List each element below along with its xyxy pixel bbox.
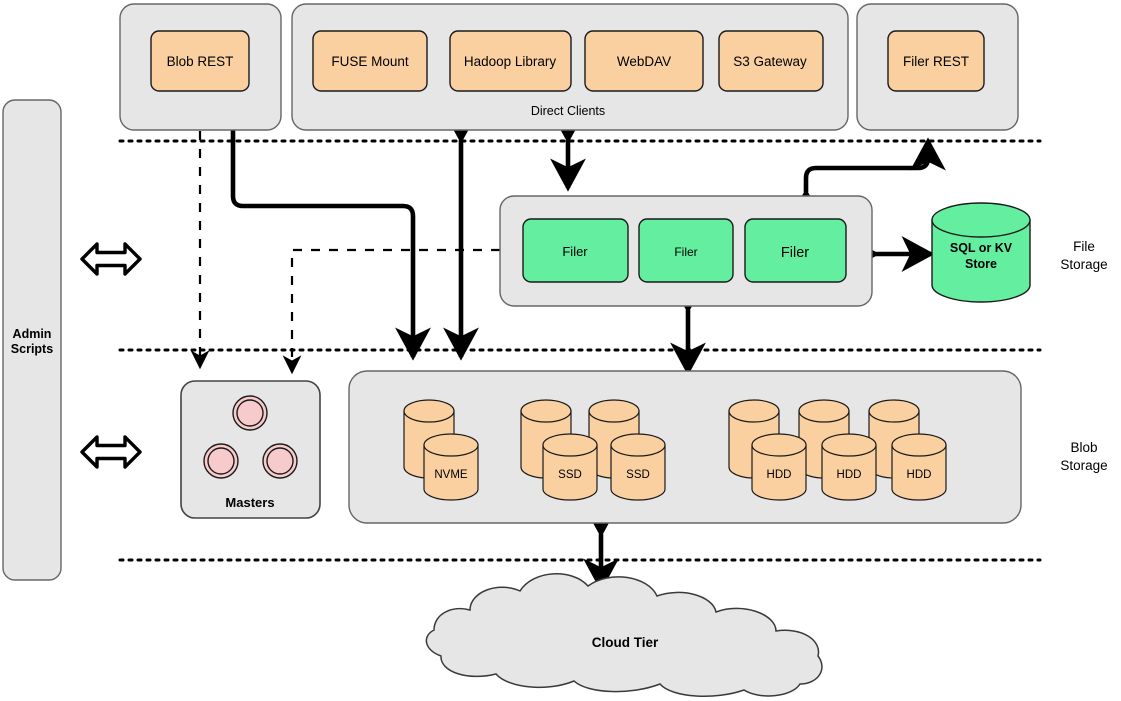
blob-storage-label-line2: Storage xyxy=(1060,458,1107,473)
store-label-line1: SQL or KV xyxy=(950,241,1013,255)
blob-rest-label: Blob REST xyxy=(167,54,234,69)
file-storage-tier-label: File Storage xyxy=(1060,239,1107,272)
nvme-disk-group[interactable]: NVME xyxy=(403,399,479,501)
hdd-label-2: HDD xyxy=(837,469,862,481)
cloud-shape xyxy=(425,573,823,697)
filer-box-3[interactable] xyxy=(744,218,847,283)
master-node-inner-3 xyxy=(266,447,294,475)
masters-box[interactable] xyxy=(180,380,321,519)
hdd-label-3: HDD xyxy=(907,469,932,481)
webdav-box[interactable] xyxy=(584,30,704,92)
file-storage-label-line2: Storage xyxy=(1060,257,1107,272)
hdd-back-disk-top-2 xyxy=(798,399,850,423)
master-node-inner-1 xyxy=(236,399,264,427)
webdav-label: WebDAV xyxy=(617,54,671,69)
cloud-tier-label: Cloud Tier xyxy=(592,635,659,650)
filer-label-3: Filer xyxy=(781,245,809,261)
hdd-front-disk-top-2 xyxy=(821,433,877,457)
store-label-line2: Store xyxy=(965,257,997,271)
hdd-front-disk-top-1 xyxy=(751,433,807,457)
admin-scripts-box[interactable] xyxy=(2,99,62,581)
hdd-back-disk-top-1 xyxy=(728,399,780,423)
blobrest-to-volumes-line xyxy=(230,128,431,361)
fuse-mount-label: FUSE Mount xyxy=(331,54,409,69)
direct-clients-panel[interactable]: FUSE Mount Hadoop Library WebDAV S3 Gate… xyxy=(291,3,849,131)
nvme-front-disk-top xyxy=(423,433,479,457)
admin-to-blob-storage-arrow xyxy=(80,435,142,469)
direct-clients-caption: Direct Clients xyxy=(531,104,605,118)
blob-rest-panel[interactable]: Blob REST xyxy=(119,3,282,131)
ssd-front-disk-top-2 xyxy=(610,433,666,457)
blob-storage-tier-label: Blob Storage xyxy=(1060,440,1107,473)
volume-servers-panel[interactable]: NVME SSD SSD HDD xyxy=(348,370,1022,524)
admin-scripts-panel[interactable]: Admin Scripts xyxy=(2,99,62,581)
hdd-label-1: HDD xyxy=(767,469,792,481)
store-cylinder-body xyxy=(931,219,1031,303)
filer-box-1[interactable] xyxy=(522,218,629,283)
hdd-front-disk-body-1 xyxy=(751,444,807,501)
nvme-front-disk-body xyxy=(423,444,479,501)
file-storage-label-line1: File xyxy=(1073,239,1095,254)
admin-to-file-storage-arrow xyxy=(80,242,142,276)
blob-rest-box[interactable] xyxy=(150,30,250,92)
s3-gateway-box[interactable] xyxy=(718,30,824,92)
hadoop-library-label: Hadoop Library xyxy=(464,54,557,69)
ssd-back-disk-top-1 xyxy=(520,399,572,423)
nvme-label: NVME xyxy=(434,469,468,481)
hdd-front-disk-body-2 xyxy=(821,444,877,501)
admin-scripts-label-line2: Scripts xyxy=(11,342,53,356)
filer-label-1: Filer xyxy=(562,244,588,259)
ssd-front-disk-body-1 xyxy=(542,444,598,501)
sql-kv-store-cylinder[interactable]: SQL or KV Store xyxy=(931,202,1031,303)
masters-label: Masters xyxy=(225,495,274,510)
filer-label-2: Filer xyxy=(674,245,697,259)
cloud-tier[interactable]: Cloud Tier xyxy=(425,573,823,697)
hadoop-library-box[interactable] xyxy=(449,30,572,92)
hdd-front-disk-body-3 xyxy=(891,444,947,501)
filer-box-2[interactable] xyxy=(638,218,734,283)
s3-gateway-label: S3 Gateway xyxy=(733,54,807,69)
blob-storage-label-line1: Blob xyxy=(1070,440,1097,455)
nvme-back-disk-top xyxy=(403,399,455,423)
ssd-front-disk-top-1 xyxy=(542,433,598,457)
filer-rest-label: Filer REST xyxy=(903,54,969,69)
hdd-disk-group[interactable]: HDD HDD HDD xyxy=(728,399,947,501)
hdd-back-disk-top-3 xyxy=(868,399,920,423)
masters-panel[interactable]: Masters xyxy=(180,380,321,519)
master-node-inner-2 xyxy=(207,447,235,475)
fuse-mount-box[interactable] xyxy=(312,30,428,92)
hdd-front-disk-top-3 xyxy=(891,433,947,457)
filer-rest-box[interactable] xyxy=(887,30,985,92)
ssd-label-2: SSD xyxy=(626,469,650,481)
filer-rest-panel[interactable]: Filer REST xyxy=(856,3,1019,131)
ssd-back-disk-top-2 xyxy=(588,399,640,423)
dashed-control-lines xyxy=(190,131,500,375)
ssd-front-disk-body-2 xyxy=(610,444,666,501)
ssd-label-1: SSD xyxy=(558,469,582,481)
admin-scripts-label-line1: Admin xyxy=(13,327,52,341)
store-cylinder-top xyxy=(931,202,1031,238)
ssd-disk-group[interactable]: SSD SSD xyxy=(520,399,666,501)
filer-group-panel[interactable]: Filer Filer Filer xyxy=(499,195,873,307)
filer-to-masters-dashed xyxy=(282,248,500,375)
filerrest-to-filers-arrow xyxy=(788,137,946,222)
